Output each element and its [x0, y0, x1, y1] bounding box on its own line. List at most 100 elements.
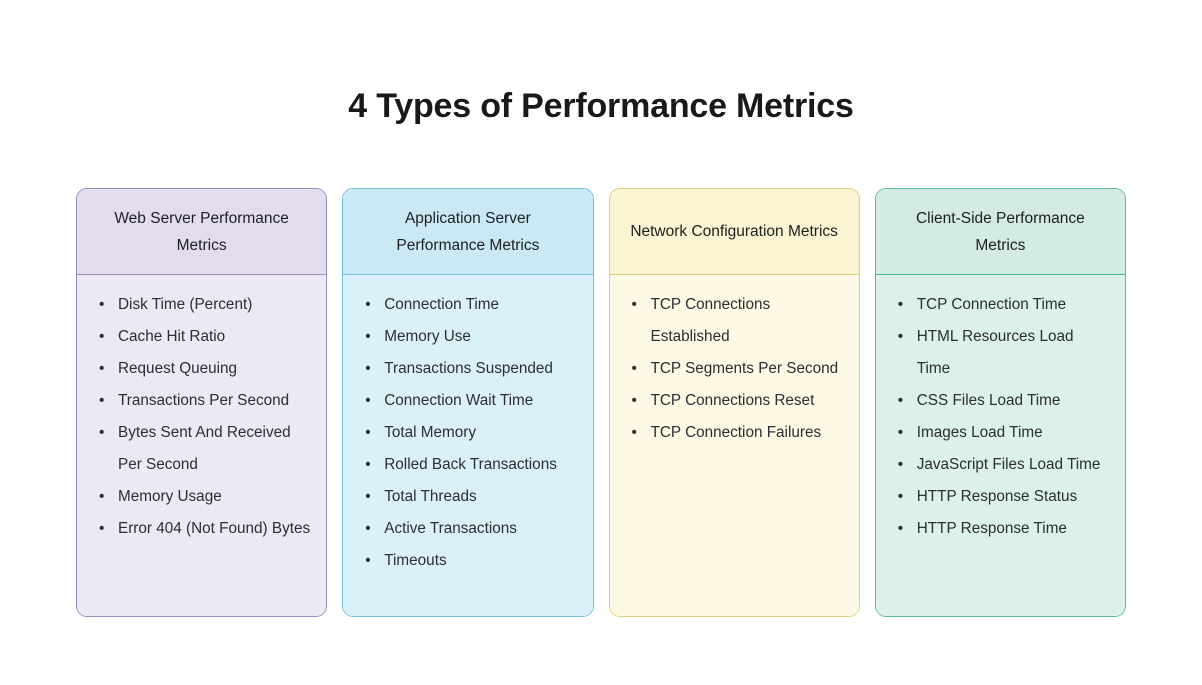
bullet-icon: • [365, 360, 371, 377]
list-item-label: HTTP Response Time [916, 520, 1067, 537]
metric-list: • Connection Time • Memory Use • Transactions… [363, 289, 576, 577]
card-header: Web Server Performance Metrics [77, 189, 327, 275]
bullet-icon: • [99, 392, 105, 409]
page-title: 4 Types of Performance Metrics [348, 87, 854, 125]
bullet-icon: • [631, 424, 637, 441]
card-body: • TCP Connection Time • HTML Resources Load… [875, 275, 1125, 616]
list-item-label: HTML Resources Load Time [916, 328, 1074, 377]
list-item-label: Transactions Per Second [118, 392, 290, 409]
bullet-icon: • [365, 424, 371, 441]
list-item: • Transactions Per Second [97, 385, 310, 417]
card-body: • TCP Connections Established • TCP Segment… [609, 275, 859, 616]
list-item-label: Disk Time (Percent) [118, 296, 253, 313]
list-item-label: Request Queuing [118, 360, 238, 377]
list-item: • Transactions Suspended [363, 353, 576, 385]
metric-list: •Disk Time (Percent)•Cache Hit Ratio•Req… [97, 289, 310, 545]
list-item-label: Transactions Suspended [384, 360, 553, 377]
metric-card-web-server: Web Server Performance Metrics • Disk Tim… [76, 188, 328, 617]
list-item-label: Error 404 (Not Found) Bytes [118, 520, 311, 537]
list-item-label: TCP Segments Per Second [650, 360, 839, 377]
list-item-label: TCP Connection Time [916, 296, 1067, 313]
bullet-icon: • [631, 296, 637, 313]
metric-list: • TCP Connection Time • HTML Resources Load… [896, 289, 1109, 545]
card-header: Network Configuration Metrics [609, 189, 859, 275]
list-item-label: Connection Wait Time [384, 392, 534, 409]
bullet-icon: • [365, 552, 371, 569]
card-title: Web Server Performance Metrics [114, 209, 289, 254]
list-item-label: Connection Time [384, 296, 500, 313]
list-item: •Cache Hit Ratio [97, 321, 310, 353]
list-item-label: HTTP Response Status [916, 488, 1078, 505]
card-header: Application Server Performance Metrics [343, 189, 593, 275]
bullet-icon: • [897, 456, 904, 473]
card-title: Client-Side Performance Metrics [915, 209, 1085, 254]
card-title: Application Server Performance Metrics [396, 209, 540, 254]
list-item: • TCP Connections Reset [630, 385, 843, 417]
list-item: • CSS Files Load Time [896, 385, 1109, 417]
list-item-label: TCP Connections Established [650, 296, 771, 345]
metric-card-row: Web Server Performance Metrics • Disk Tim… [76, 188, 1126, 617]
list-item: • Error 404 (Not Found) Bytes [97, 513, 310, 545]
list-item-label: Cache Hit Ratio [118, 328, 226, 345]
list-item: • Memory Usage [97, 481, 310, 513]
bullet-icon: • [99, 424, 105, 441]
list-item: • Disk Time (Percent) [97, 289, 310, 321]
list-item-label: TCP Connection Failures [650, 424, 822, 441]
bullet-icon: • [897, 520, 904, 537]
list-item-label: Timeouts [384, 552, 447, 569]
list-item-label: Active Transactions [384, 520, 517, 537]
list-item: • Total Threads [363, 481, 576, 513]
list-item: • Bytes Sent And Received Per Second [97, 417, 310, 481]
list-item: • Request Queuing [97, 353, 310, 385]
list-item-label: Total Threads [384, 488, 477, 505]
bullet-icon: • [897, 328, 904, 345]
list-item: • Connection Wait Time [363, 385, 576, 417]
list-item: •HTTP Response Status [896, 481, 1109, 513]
bullet-icon: • [897, 392, 904, 409]
list-item: • TCP Connection Time [896, 289, 1109, 321]
bullet-icon: • [99, 296, 105, 313]
list-item: • Total Memory [363, 417, 576, 449]
list-item-label: Bytes Sent And Received Per Second [118, 424, 291, 473]
bullet-icon: • [365, 456, 371, 473]
list-item: • Active Transactions [363, 513, 576, 545]
bullet-icon: • [99, 488, 105, 505]
list-item-label: Total Memory [384, 424, 477, 441]
bullet-icon: • [631, 392, 637, 409]
list-item: • Images Load Time [896, 417, 1109, 449]
list-item: • Memory Use [363, 321, 576, 353]
bullet-icon: • [897, 424, 904, 441]
card-body: • Connection Time • Memory Use • Transactions… [343, 275, 593, 616]
list-item-label: CSS Files Load Time [916, 392, 1061, 409]
list-item-label: Memory Usage [118, 488, 222, 505]
bullet-icon: • [99, 360, 105, 377]
list-item-label: JavaScript Files Load Time [916, 456, 1101, 473]
metric-card-network-configuration: Network Configuration Metrics • TCP Conne… [608, 188, 860, 617]
card-title: Network Configuration Metrics [630, 223, 838, 240]
list-item: • TCP Connection Failures [630, 417, 843, 449]
bullet-icon: • [631, 360, 637, 377]
bullet-icon: • [365, 392, 371, 409]
list-item: • HTTP Response Time [896, 513, 1109, 545]
list-item-label: Memory Use [384, 328, 471, 345]
list-item-label: Images Load Time [916, 424, 1043, 441]
list-item: • TCP Segments Per Second [630, 353, 843, 385]
list-item: • TCP Connections Established [630, 289, 843, 353]
list-item: • HTML Resources Load Time [896, 321, 1109, 385]
bullet-icon: • [365, 520, 371, 537]
card-body: •Disk Time (Percent)•Cache Hit Ratio•Req… [77, 275, 327, 616]
metric-card-application-server: Application Server Performance Metrics •… [342, 188, 594, 617]
card-header: Client-Side Performance Metrics [875, 189, 1125, 275]
bullet-icon: • [365, 296, 371, 313]
list-item-label: TCP Connections Reset [650, 392, 815, 409]
list-item-label: Rolled Back Transactions [384, 456, 557, 473]
bullet-icon: • [365, 488, 371, 505]
list-item: • Connection Time [363, 289, 576, 321]
list-item: • JavaScript Files Load Time [896, 449, 1109, 481]
bullet-icon: • [365, 328, 371, 345]
bullet-icon: • [897, 296, 904, 313]
list-item: • Rolled Back Transactions [363, 449, 576, 481]
bullet-icon: • [99, 520, 105, 537]
metric-list: • TCP Connections Established • TCP Segment… [630, 289, 843, 449]
